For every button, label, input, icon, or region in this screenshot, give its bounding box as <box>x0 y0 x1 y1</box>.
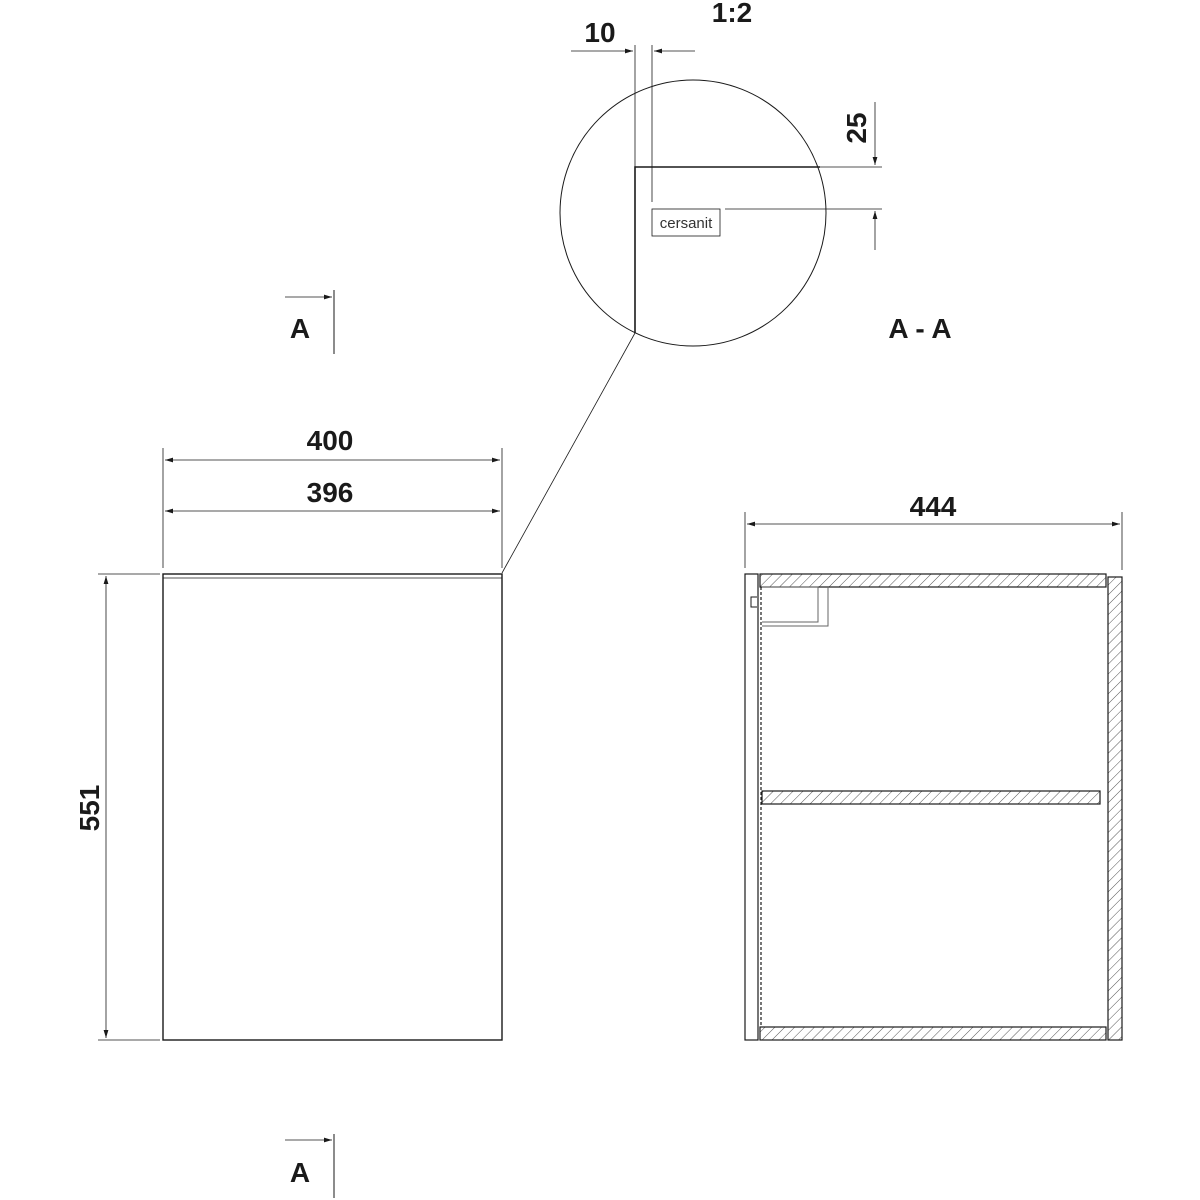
section-mark-top: A <box>290 313 310 344</box>
front-view <box>98 448 503 1041</box>
detail-view <box>501 45 882 574</box>
section-view <box>744 512 1123 1041</box>
width-inner-dimension: 396 <box>307 477 354 508</box>
detail-gap-dimension: 10 <box>584 17 615 48</box>
height-dimension: 551 <box>74 785 105 832</box>
width-outer-dimension: 400 <box>307 425 354 456</box>
section-cut-markers <box>285 290 335 1198</box>
depth-dimension: 444 <box>910 491 957 522</box>
detail-scale-label: 1:2 <box>712 0 752 28</box>
detail-height-dimension: 25 <box>841 112 872 143</box>
cersanit-logo: cersanit <box>660 215 713 232</box>
section-title: A - A <box>888 313 951 344</box>
section-mark-bottom: A <box>290 1157 310 1188</box>
